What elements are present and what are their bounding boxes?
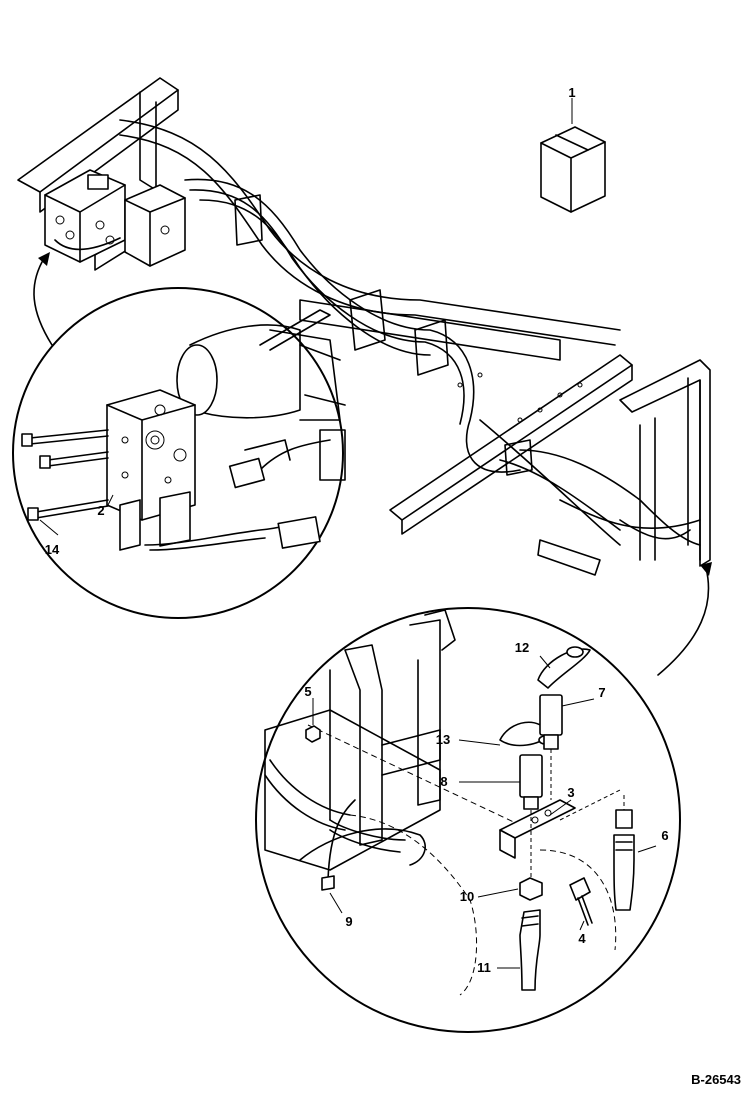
callout-5: 5 <box>304 684 311 699</box>
arrow-to-valve-cluster <box>33 252 53 346</box>
callout-6: 6 <box>661 828 668 843</box>
callout-11: 11 <box>477 960 491 975</box>
detail-circle-right <box>255 607 681 1033</box>
leader-lines <box>39 98 657 969</box>
detail-circle-left <box>12 287 346 619</box>
callout-10: 10 <box>460 889 474 904</box>
valve-cluster-top-left <box>44 169 186 267</box>
callout-8: 8 <box>440 774 447 789</box>
part-1-box <box>540 126 606 213</box>
figure-reference: B-26543 <box>691 1072 741 1087</box>
callout-12: 12 <box>515 640 529 655</box>
callout-14: 14 <box>45 542 60 557</box>
callout-1: 1 <box>568 85 575 100</box>
callout-7: 7 <box>598 685 605 700</box>
callout-2: 2 <box>97 503 104 518</box>
machine-frame <box>17 77 711 576</box>
callout-13: 13 <box>436 732 450 747</box>
callout-3: 3 <box>567 785 574 800</box>
callout-9: 9 <box>345 914 352 929</box>
callout-4: 4 <box>578 931 586 946</box>
arrow-to-right-frame <box>657 562 712 676</box>
